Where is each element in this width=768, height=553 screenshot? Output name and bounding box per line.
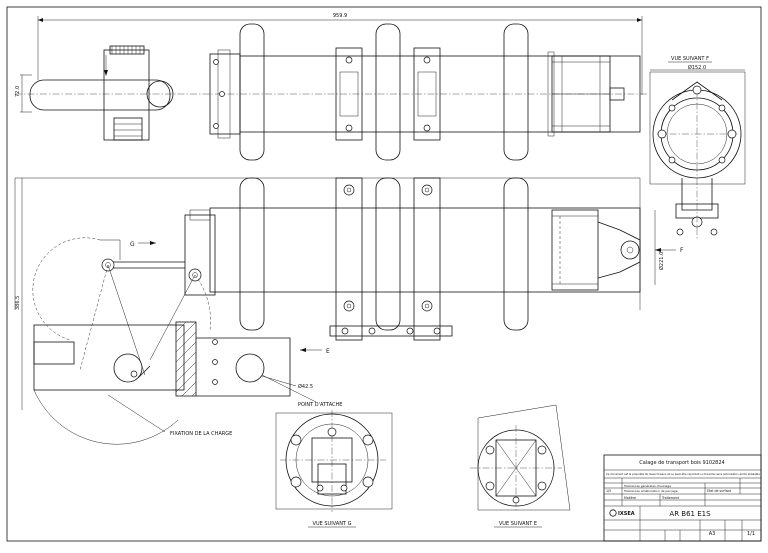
view-f: VUE SUIVANT F Ø152.0 (649, 56, 746, 240)
arrow-g-label: G (130, 241, 135, 248)
view-g: VUE SUIVANT G (275, 410, 393, 528)
top-view: 959.9 72.0 (15, 13, 648, 161)
sheet-border (6, 6, 762, 542)
title-block: Calage de transport bois 9102824 Ce docu… (603, 454, 762, 542)
dim-overall-length: 959.9 (333, 13, 347, 19)
title-format: A3 (709, 531, 716, 537)
dim-total-height: 386.5 (15, 296, 21, 310)
ixsea-logo-icon (609, 509, 617, 517)
label-point-attache: POINT D'ATTACHE (298, 402, 342, 408)
title-scale: 1/5 (606, 489, 611, 493)
title-tolerance-sub: Tolérances amélioration de perçage (623, 489, 678, 493)
dim-height-top: 72.0 (15, 86, 21, 97)
title-notice: Ce document est la propriété de Ixsea Oc… (606, 472, 760, 476)
title-tolerances: Tolérances générales d'usinage (623, 484, 671, 488)
label-vue-g: VUE SUIVANT G (313, 521, 352, 527)
label-fixation-charge: FIXATION DE LA CHARGE (170, 431, 232, 437)
arrow-e-label: E (326, 348, 330, 355)
dim-dia-attache: Ø42.5 (298, 383, 313, 390)
title-header: Calage de transport bois 9102824 (639, 460, 724, 466)
title-matiere: Matière (624, 496, 636, 500)
label-vue-f: VUE SUIVANT F (671, 56, 709, 62)
front-view: 386.5 Ø221.0 F (14, 177, 684, 445)
arrow-f-label: F (680, 247, 684, 254)
title-drawing-number: AR B61 E1S (669, 510, 711, 518)
dim-dia-right: Ø221.0 (658, 252, 665, 270)
label-vue-e: VUE SUIVANT E (499, 521, 537, 527)
dim-dia-view-f: Ø152.0 (688, 64, 706, 71)
view-e: VUE SUIVANT E (470, 404, 571, 528)
title-traitement: Traitement (661, 496, 680, 500)
title-sheet: 1/1 (747, 531, 755, 537)
title-etat-surface: Etat de surface (707, 489, 731, 493)
title-company: IXSEA (618, 511, 635, 517)
